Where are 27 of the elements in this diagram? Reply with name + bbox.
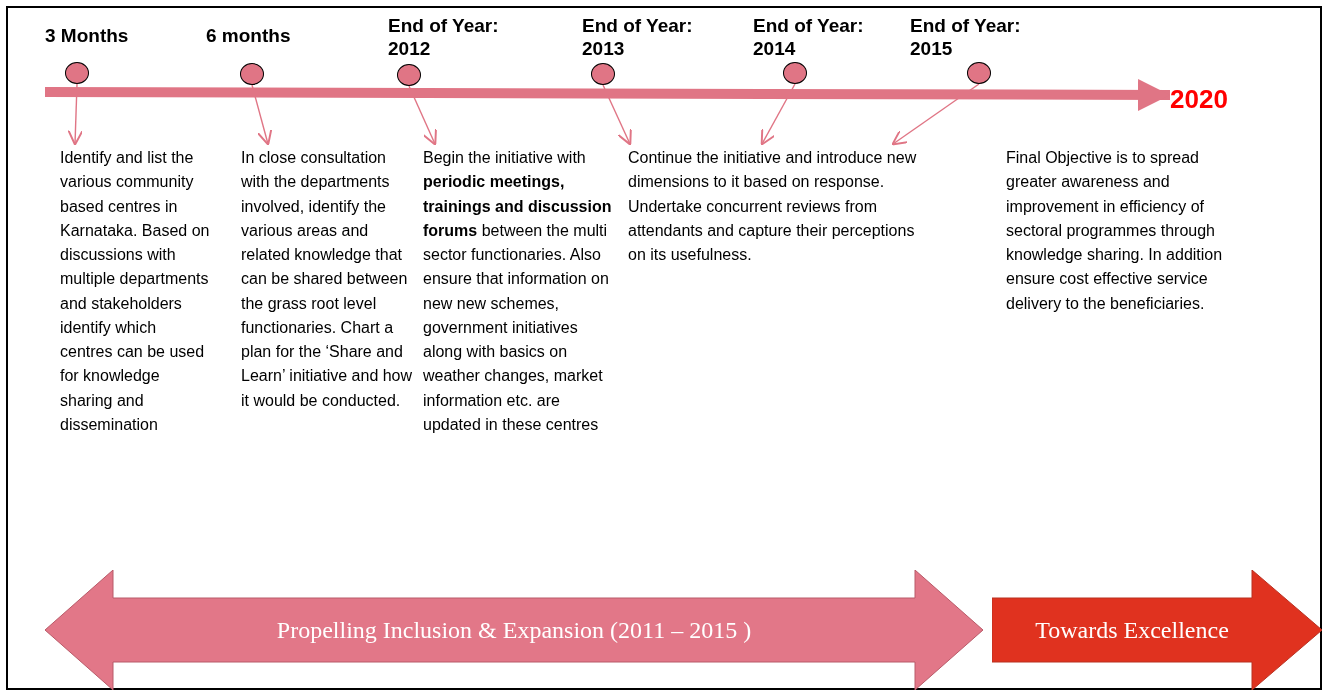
milestone-circle [591, 63, 615, 85]
milestone-description: Final Objective is to spread greater awareness and improvement in efficiency of sectoral programmes through knowledge sharing. In addition ensure cost effective service delivery to the beneficiaries. [1006, 148, 1224, 314]
milestone-label: End of Year: 2014 [753, 14, 865, 60]
milestone-description: Continue the initiative and introduce new dimensions to it based on response. Undertake concurrent reviews from attendants and capture their perceptions on its usefulness. [628, 148, 918, 265]
milestone-label: End of Year: 2015 [910, 14, 1022, 60]
milestone-description: Identify and list the various community based centres in Karnataka. Based on discussions with multiple departments and stakeholders identify which centres can be used for knowledge sharing and dissemination [60, 148, 210, 435]
milestone-label: 6 months [206, 24, 292, 47]
year-label: 2020 [1170, 86, 1228, 112]
milestone-label: End of Year: 2013 [582, 14, 694, 60]
milestone-label: 3 Months [45, 24, 130, 47]
milestone-circle [967, 62, 991, 84]
arrow [251, 84, 273, 146]
arrow [408, 85, 437, 146]
arrow [760, 83, 796, 146]
banner-label: Propelling Inclusion & Expansion (2011 – 2015 ) [276, 616, 752, 645]
milestone-circle [397, 64, 421, 86]
arrow [67, 83, 84, 146]
arrow [602, 84, 632, 146]
milestone-description: Begin the initiative with periodic meetings, trainings and discussion forums between the multi sector functionaries. Also ensure that information on new new schemes, government initiatives along with basics on weather changes, market information etc. are updated in these centres [423, 148, 613, 435]
milestone-label: End of Year: 2012 [388, 14, 500, 60]
milestone-circle [65, 62, 89, 84]
milestone-circle [783, 62, 807, 84]
timeline-arrow [45, 78, 1170, 111]
arrow [891, 83, 980, 146]
banner-label: Towards Excellence [1035, 616, 1229, 645]
milestone-circle [240, 63, 264, 85]
milestone-description: In close consultation with the departments involved, identify the various areas and related knowledge that can be shared between the grass root level functionaries. Chart a plan for the ‘Share and Learn’ initiative and how it would be conducted. [241, 148, 413, 411]
